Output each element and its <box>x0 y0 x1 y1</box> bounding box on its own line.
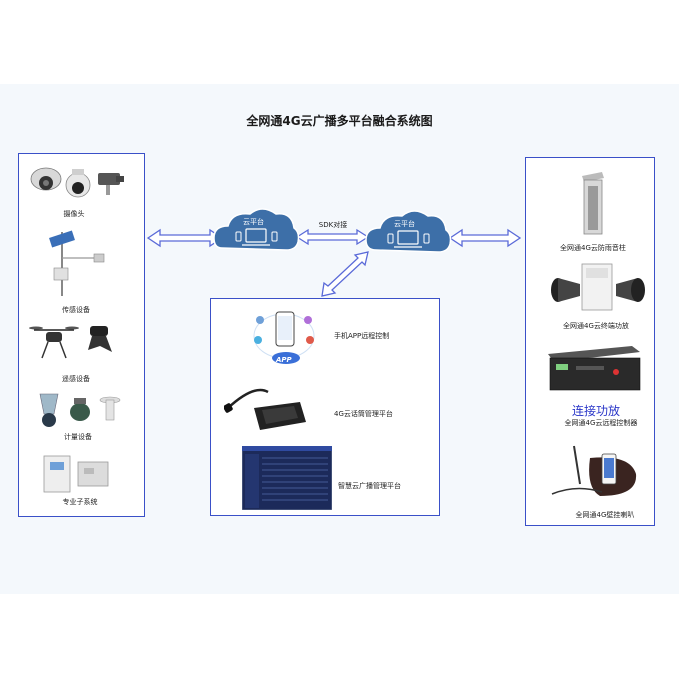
phone-app-icon <box>253 311 315 364</box>
cloud-platform-2 <box>365 210 452 253</box>
column-speaker-icon <box>582 172 604 235</box>
cabinet-icon <box>43 455 109 493</box>
double-arrow-right <box>448 228 522 248</box>
app-badge: APP <box>276 356 292 364</box>
dashboard-screen-icon <box>242 446 332 510</box>
left-item-label-4: 专业子系统 <box>62 498 98 506</box>
cloud-label-1: 云平台 <box>243 217 264 226</box>
double-arrow-left <box>146 228 224 248</box>
right-item-label-0: 全网通4G云防雨音柱 <box>560 244 626 252</box>
right-item-label-2: 全网通4G云远程控制器 <box>564 419 638 427</box>
drone-icon <box>29 326 112 359</box>
left-item-label-1: 传感设备 <box>62 306 90 314</box>
cloud-label-2: 云平台 <box>394 219 415 228</box>
cloud-platform-1 <box>213 208 300 251</box>
left-panel <box>18 153 145 517</box>
rack-controller-icon <box>548 346 641 391</box>
right-item-label-1: 全网通4G云终端功放 <box>563 322 629 330</box>
double-arrow-sdk <box>295 228 370 246</box>
camera-icon <box>30 167 124 198</box>
connect-amplifier-text: 连接功放 <box>571 404 621 418</box>
middle-item-label-2: 智慧云广播管理平台 <box>338 482 401 490</box>
sdk-label: SDK对接 <box>318 221 348 229</box>
meter-icon <box>39 393 121 427</box>
left-item-label-3: 计量设备 <box>64 433 92 441</box>
sensor-pole-icon <box>49 230 105 296</box>
left-item-label-2: 遥感设备 <box>62 375 90 383</box>
double-arrow-diagonal <box>321 251 369 297</box>
diagram-title: 全网通4G云广播多平台融合系统图 <box>246 114 433 128</box>
wall-speaker-icon <box>551 445 637 496</box>
middle-item-label-0: 手机APP远程控制 <box>334 332 390 340</box>
right-item-label-3: 全网通4G壁挂喇叭 <box>575 511 635 519</box>
microphone-console-icon <box>224 388 306 430</box>
horn-speaker-icon <box>551 263 645 311</box>
left-item-label-0: 摄像头 <box>63 210 85 218</box>
middle-item-label-1: 4G云话筒管理平台 <box>334 410 393 418</box>
